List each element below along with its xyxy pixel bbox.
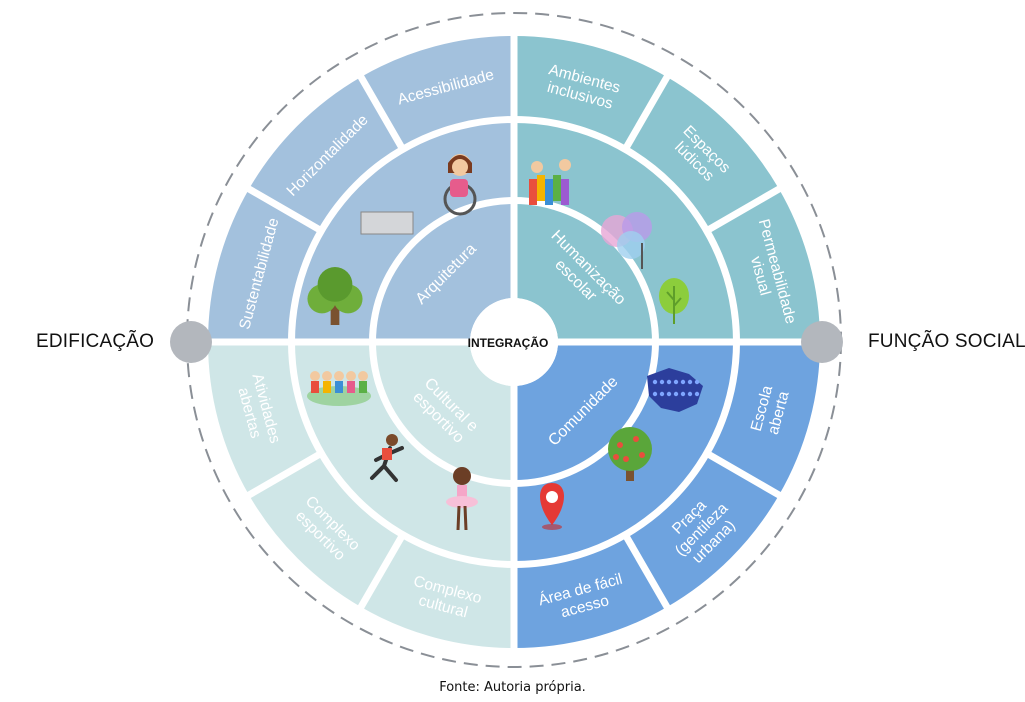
- left-knob: [170, 321, 212, 363]
- people-map-icon: [647, 368, 703, 412]
- outer-sector-comunidade-2: [709, 342, 820, 495]
- outer-sector-humanizacao-0: [709, 189, 820, 342]
- outer-divider: [246, 185, 321, 233]
- gray-rectangle-icon: [360, 211, 414, 235]
- funcao-social-label: FUNÇÃO SOCIAL: [868, 331, 1025, 352]
- location-pin-icon: [540, 483, 564, 530]
- outer-sector-cultural-0: [208, 342, 319, 495]
- outer-sector-comunidade-0: [514, 537, 667, 648]
- center-label: INTEGRAÇÃO: [468, 335, 549, 350]
- children-playing-icon: [307, 371, 371, 406]
- books-reading-icon: [529, 159, 571, 205]
- outer-sector-arquitetura-2: [208, 189, 319, 342]
- outer-divider: [357, 74, 405, 149]
- fruit-tree-icon: [608, 427, 652, 481]
- ballerina-icon: [446, 467, 478, 531]
- outer-divider: [707, 185, 782, 233]
- inner-sector-comunidade: [514, 342, 652, 480]
- outer-sector-arquitetura-0: [361, 36, 514, 147]
- outer-sector-humanizacao-2: [514, 36, 667, 147]
- outer-sector-comunidade-1: [627, 455, 780, 608]
- inner-sector-humanizacao: [514, 204, 652, 342]
- icons-layer: [307, 154, 703, 531]
- edificacao-label: EDIFICAÇÃO: [36, 331, 155, 352]
- outer-sector-humanizacao-1: [627, 76, 780, 230]
- outer-divider: [707, 451, 782, 499]
- outer-sector-arquitetura-1: [248, 76, 401, 230]
- inner-sector-cultural: [376, 342, 514, 480]
- right-knob: [801, 321, 843, 363]
- figure-caption: Fonte: Autoria própria.: [439, 680, 586, 695]
- outer-divider: [623, 535, 671, 610]
- green-tree-icon: [659, 278, 689, 324]
- outer-divider: [357, 535, 405, 610]
- wheelchair-child-icon: [443, 154, 477, 216]
- watercolor-tree-icon: [601, 212, 652, 269]
- outer-divider: [623, 74, 671, 149]
- runner-icon: [370, 434, 404, 482]
- outer-sector-cultural-1: [248, 455, 401, 608]
- center-circle: [470, 298, 558, 386]
- tree-icon: [307, 267, 363, 325]
- inner-sector-arquitetura: [376, 204, 514, 342]
- outer-divider: [246, 451, 321, 499]
- outer-sector-cultural-2: [361, 537, 514, 648]
